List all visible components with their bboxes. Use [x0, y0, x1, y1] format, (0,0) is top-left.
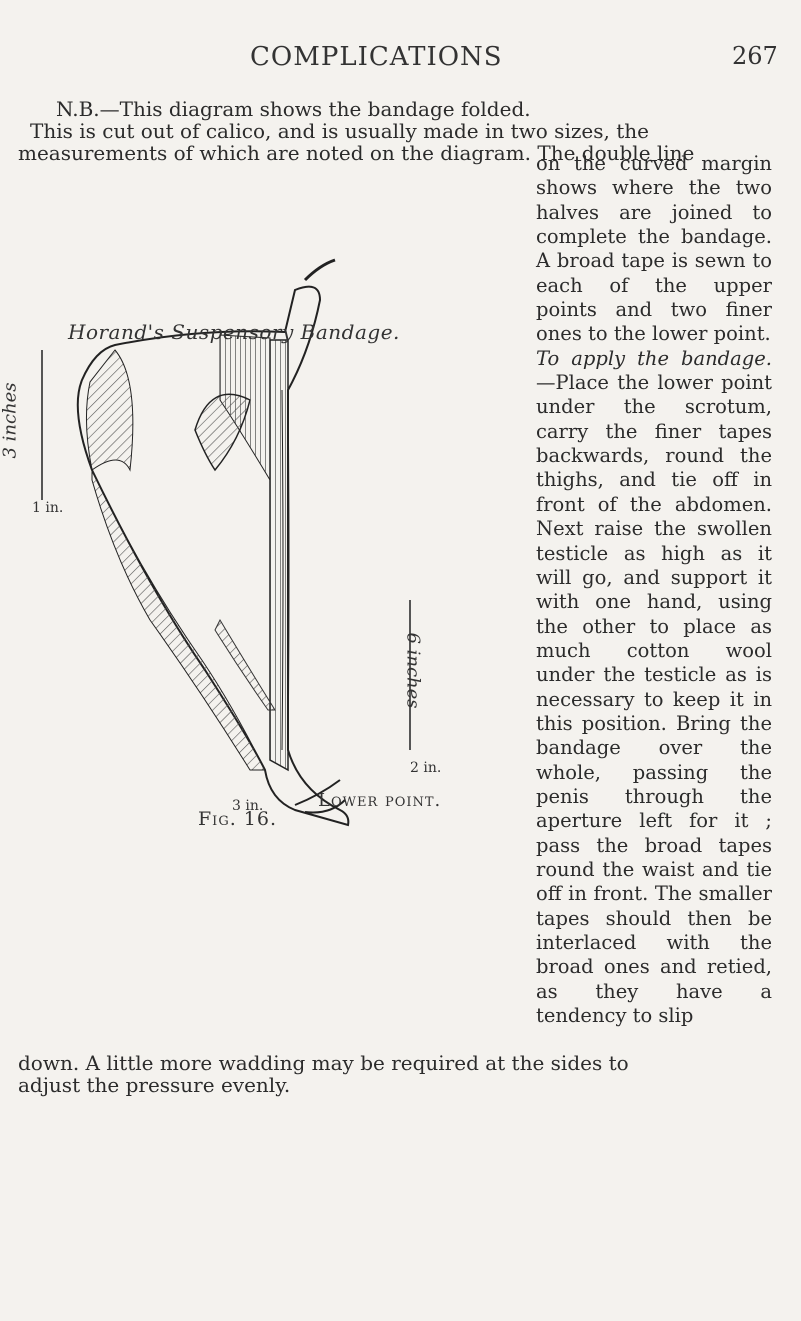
lower-point-tapes	[294, 779, 346, 814]
bottom-dimension-label: 3 in.	[232, 798, 264, 814]
page-number: 267	[732, 42, 778, 70]
right-column-text: on the curved margin shows where the two…	[536, 152, 772, 1028]
closing-line-1: down. A little more wadding may be requi…	[18, 1051, 629, 1075]
seam-band	[269, 339, 289, 772]
lower-hatched-section	[91, 469, 266, 771]
running-head: COMPLICATIONS	[250, 42, 503, 72]
double-line-margin	[287, 389, 290, 751]
left-dimension-label: 3 inches	[0, 382, 21, 459]
paragraph-1: on the curved margin shows where the two…	[536, 152, 772, 346]
bandage-diagram: Horand's Suspensory Bandage. 3 inches 1 …	[0, 150, 530, 850]
left-hatched-edge	[85, 349, 134, 472]
paragraph-2-body: —Place the lower point under the scrotum…	[536, 371, 772, 1028]
closing-line-2: adjust the pressure evenly.	[18, 1073, 291, 1097]
intro-line-2: This is cut out of calico, and is usuall…	[30, 119, 649, 143]
intro-line-3: measurements of which are noted on the d…	[18, 141, 695, 165]
paragraph-2: To apply the bandage.—Place the lower po…	[536, 347, 772, 1029]
paragraph-2-heading: To apply the bandage.	[536, 346, 772, 370]
figure-number-caption: Fig. 16.	[198, 808, 277, 830]
right-dimension-small-label: 2 in.	[410, 760, 442, 776]
bandage-drawing	[41, 258, 411, 827]
left-dimension-small-label: 1 in.	[32, 500, 64, 516]
penis-aperture	[194, 393, 251, 472]
intro-line-1: N.B.—This diagram shows the bandage fold…	[56, 97, 531, 121]
right-dimension-label: 6 inches	[402, 632, 424, 709]
caption-lower-point: Lower point.	[318, 790, 442, 811]
figure-title: Horand's Suspensory Bandage.	[68, 320, 400, 344]
upper-point-tape	[303, 258, 336, 282]
page-header: COMPLICATIONS 267	[0, 42, 801, 82]
